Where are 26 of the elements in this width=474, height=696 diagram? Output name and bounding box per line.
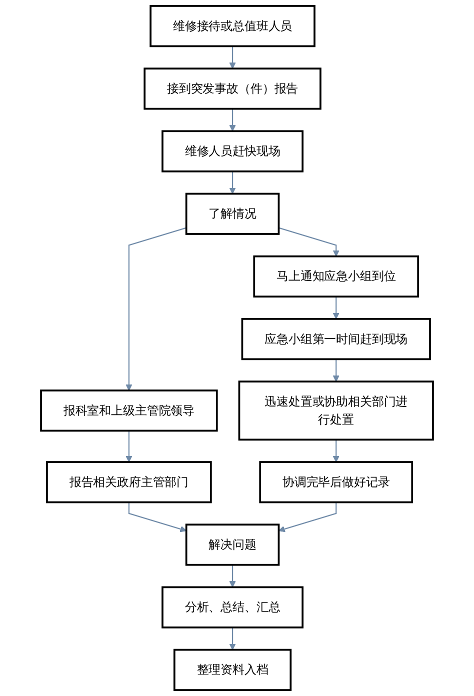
arrow [332, 296, 340, 320]
arrow [332, 440, 340, 462]
arrow [278, 227, 340, 257]
node-box: 协调完毕后做好记录 [259, 461, 414, 504]
node-box: 整理资料入档 [173, 648, 292, 691]
arrow [229, 46, 236, 69]
node-box: 维修人员赶快现场 [162, 130, 304, 172]
node-box: 报科室和上级主管院领导 [40, 390, 218, 432]
arrow [126, 430, 132, 462]
node-box: 迅速处置或协助相关部门进行处置 [238, 380, 434, 441]
node-box: 分析、总结、汇总 [162, 586, 304, 628]
node-box: 解决问题 [185, 524, 280, 566]
arrow [278, 502, 337, 532]
arrow [128, 502, 187, 532]
node-box: 报告相关政府主管部门 [46, 461, 212, 504]
node-box: 维修接待或总值班人员 [150, 5, 316, 48]
arrow [229, 171, 236, 194]
arrow [126, 227, 186, 391]
node-box: 了解情况 [185, 192, 280, 235]
arrow [229, 108, 236, 132]
node-box: 马上通知应急小组到位 [253, 255, 420, 298]
node-box: 应急小组第一时间赶到现场 [241, 318, 431, 360]
arrow [229, 627, 236, 650]
node-box: 接到突发事故（件）报告 [144, 68, 322, 110]
arrow [229, 564, 236, 588]
arrow [332, 359, 340, 382]
